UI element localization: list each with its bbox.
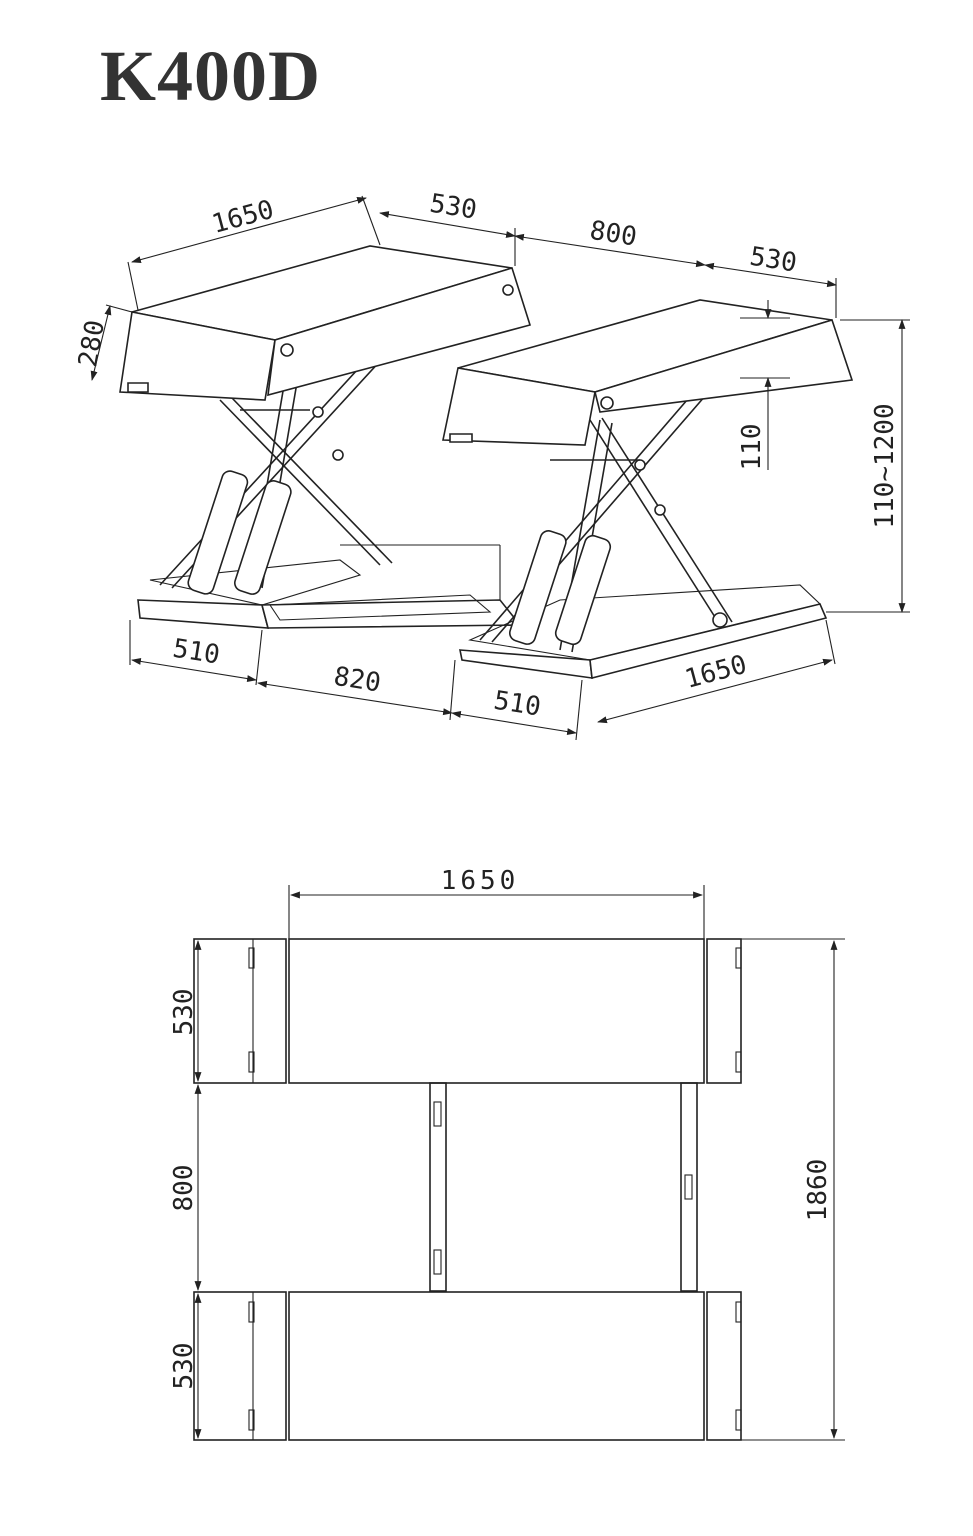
scissor-lift-right	[479, 384, 733, 653]
plan-dim-length: 1650	[441, 866, 520, 896]
product-title: K400D	[100, 36, 321, 116]
plan-platform-bottom	[288, 1291, 705, 1441]
plan-view: 1650 530 800 530 1860	[169, 866, 845, 1441]
dim-top-length: 1650	[209, 195, 277, 240]
plan-connector-left	[429, 1082, 447, 1292]
plan-dim-width-top: 530	[169, 989, 199, 1036]
base-frame-middle	[260, 544, 522, 629]
dim-line-base-middle	[257, 680, 453, 716]
dim-min-height: 110	[737, 424, 767, 471]
platform-right	[442, 299, 854, 446]
dim-line-gap	[514, 233, 706, 268]
dim-height-range: 110~1200	[870, 403, 900, 528]
dim-base-left: 510	[171, 634, 222, 671]
dim-base-right: 510	[492, 686, 543, 723]
plan-dim-overall: 1860	[803, 1159, 833, 1222]
dim-base-length: 1650	[682, 650, 750, 695]
base-frame-left	[137, 559, 362, 629]
platform-left	[119, 245, 532, 401]
dim-platform-height: 280	[73, 318, 111, 369]
dim-line-top-width-left	[379, 211, 516, 238]
plan-ramp-top-right	[706, 938, 742, 1084]
dim-line-base-right	[451, 710, 577, 736]
dim-line-top-length	[131, 197, 367, 263]
isometric-view: 1650 530 800 530 280 110	[73, 189, 910, 741]
plan-dim-gap: 800	[169, 1165, 199, 1212]
plan-ramp-top-left	[193, 938, 287, 1084]
dim-line-base-length	[597, 658, 833, 724]
plan-connector-right	[680, 1082, 698, 1292]
dim-top-width-right: 530	[748, 242, 799, 279]
dim-line-base-left	[131, 657, 257, 683]
plan-ramp-bottom-right	[706, 1291, 742, 1441]
plan-ramp-bottom-left	[193, 1291, 287, 1441]
plan-dim-width-bottom: 530	[169, 1343, 199, 1390]
dim-line-platform-height	[90, 305, 112, 381]
iso-dimensions: 1650 530 800 530 280 110	[73, 189, 910, 741]
dim-base-middle: 820	[332, 662, 383, 699]
dim-line-top-width-right	[704, 262, 837, 288]
dim-gap: 800	[588, 216, 639, 253]
dim-top-width-left: 530	[428, 189, 479, 226]
plan-platform-top	[288, 938, 705, 1084]
